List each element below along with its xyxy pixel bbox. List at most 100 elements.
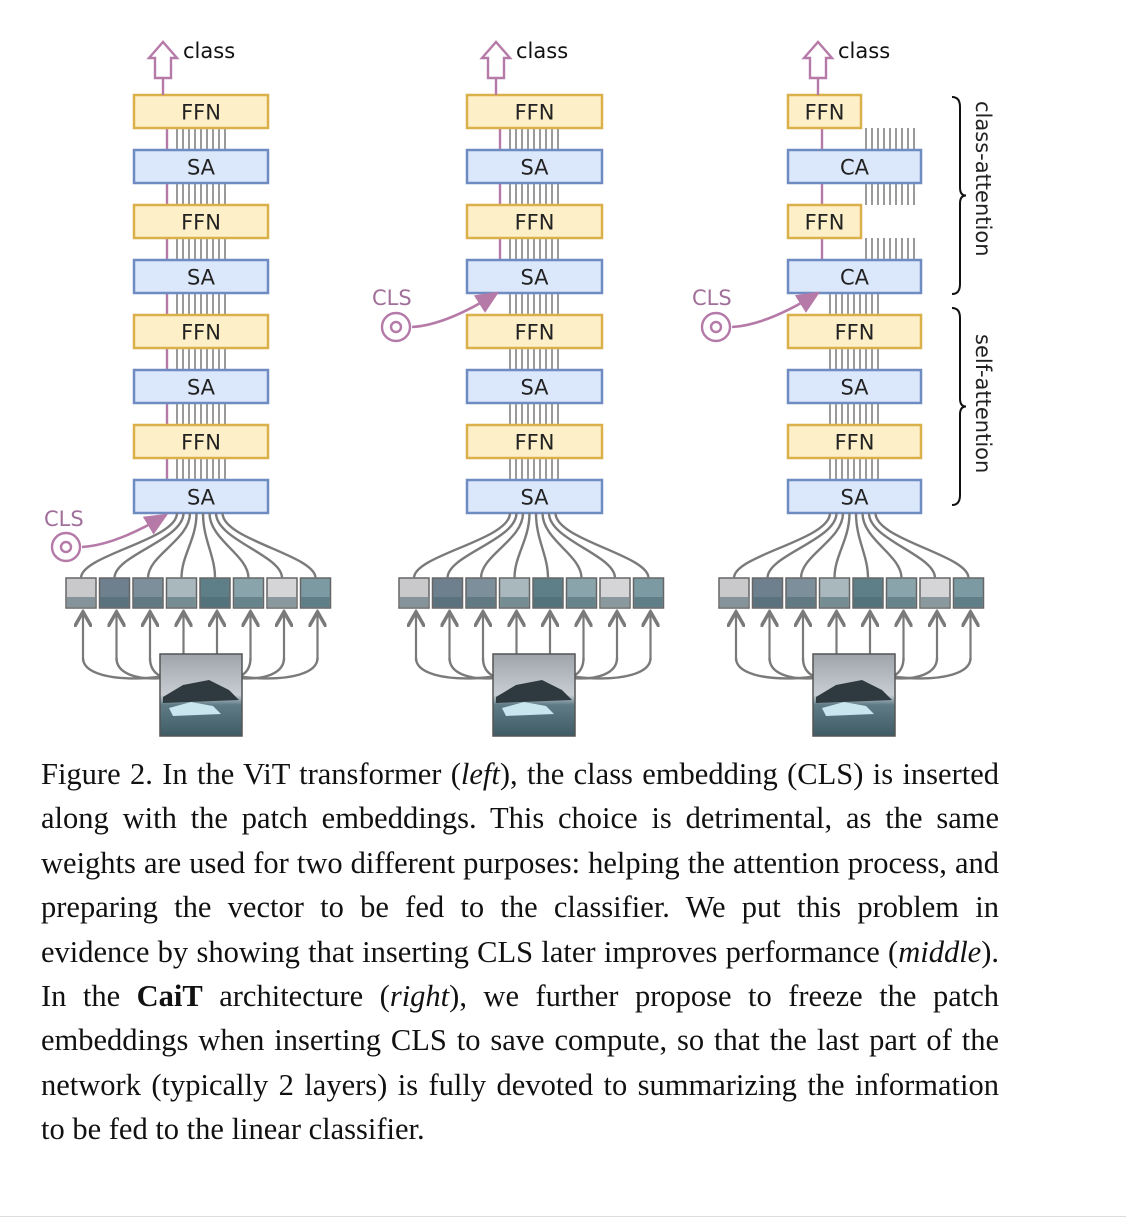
patch-embed-connector — [146, 512, 192, 579]
caption-left: left — [460, 757, 500, 791]
patch-embed-connector — [799, 512, 845, 579]
image-patch-sea — [753, 597, 782, 607]
caption-text-2: ), the class embedding (CLS) is inserted… — [41, 757, 1000, 969]
block-sa-box — [465, 148, 604, 185]
image-patch-sea — [634, 597, 663, 607]
figure-caption: Figure 2. In the ViT transformer (left),… — [41, 752, 999, 1152]
block-ffn-label: FFN — [181, 211, 221, 235]
cls-token-dot — [59, 540, 73, 554]
block-sa-box — [132, 368, 270, 405]
mountain-shape — [163, 680, 239, 703]
patch-embed-connector — [554, 512, 650, 579]
block-ffn: FFN — [786, 93, 863, 130]
caption-text-5: ), we further propose to freeze the patc… — [41, 979, 999, 1147]
image-patch-sea — [201, 597, 229, 607]
block-ffn: FFN — [786, 313, 923, 350]
cls-token-label: CLS — [692, 286, 732, 310]
block-ffn: FFN — [465, 203, 604, 240]
caption-text-4: architecture ( — [202, 979, 390, 1014]
block-sa: SA — [786, 368, 923, 405]
image-patch-sea — [400, 597, 428, 607]
class-output-icon — [146, 40, 180, 95]
caption-middle: middle — [898, 934, 982, 969]
input-image — [159, 653, 243, 737]
block-sa-label: SA — [520, 156, 549, 180]
input-image — [812, 653, 896, 737]
class-output-icon — [479, 40, 513, 95]
cls-insert-arrow — [731, 291, 821, 329]
cls-token-dot — [709, 320, 723, 334]
image-patch-sea — [567, 597, 596, 607]
block-ffn-label: FFN — [181, 321, 221, 345]
block-ffn-box — [465, 93, 604, 130]
image-patch-sea — [954, 597, 983, 607]
block-sa: SA — [132, 368, 270, 405]
image-patch-sea — [720, 597, 748, 607]
patch-embed-connector — [854, 512, 870, 579]
image-patch-sea — [887, 597, 916, 607]
image-patch-sea — [534, 597, 562, 607]
block-ffn: FFN — [132, 313, 270, 350]
cls-token-label: CLS — [44, 507, 84, 531]
block-ffn-box — [132, 423, 270, 460]
block-sa: SA — [132, 148, 270, 185]
class-output-label: class — [183, 39, 235, 63]
patch-embed-connector — [446, 512, 518, 579]
cls-token-dot — [389, 320, 403, 334]
block-sa-box — [132, 148, 270, 185]
caption-right: right — [389, 979, 450, 1014]
patch-embed-connector — [861, 512, 903, 579]
iceberg-shape — [169, 702, 221, 716]
block-ffn: FFN — [132, 203, 270, 240]
patch-embed-connector — [214, 512, 284, 579]
block-ffn-box — [465, 203, 604, 240]
image-patch-sea — [601, 597, 629, 607]
block-sa-box — [465, 258, 604, 295]
block-ffn-box — [786, 203, 863, 240]
class-arrow-icon — [146, 40, 180, 80]
block-sa-label: SA — [520, 376, 549, 400]
block-ffn-box — [786, 423, 923, 460]
block-sa-label: SA — [840, 486, 869, 510]
patch-embed-connector — [201, 512, 217, 579]
block-sa: SA — [465, 478, 604, 515]
class-attention-brace — [951, 96, 967, 295]
block-sa: SA — [132, 478, 270, 515]
page-divider — [0, 1216, 1126, 1217]
block-ffn-box — [132, 93, 270, 130]
block-ffn: FFN — [786, 423, 923, 460]
block-ffn-box — [786, 313, 923, 350]
input-image — [492, 653, 576, 737]
image-patch-sea — [467, 597, 495, 607]
caption-text-3: ). In the — [41, 934, 999, 1014]
block-ca-label: CA — [840, 266, 870, 290]
block-ffn-label: FFN — [835, 431, 875, 455]
block-sa: SA — [465, 368, 604, 405]
block-ffn-box — [465, 423, 604, 460]
class-arrow-icon — [801, 40, 835, 80]
block-ca-label: CA — [840, 156, 870, 180]
cls-insert-arrow — [411, 291, 500, 329]
architecture-diagram: FFN SA FFN SA FFN SA FFN SA FFN SA FFN SA FFN SA FFN SA… — [44, 39, 995, 737]
caption-text-1: Figure 2. In the ViT transformer ( — [41, 757, 461, 791]
caption-cait: CaiT — [136, 979, 203, 1014]
cls-token-icon — [380, 311, 412, 343]
block-ffn: FFN — [132, 423, 270, 460]
patch-embed-connector — [833, 512, 851, 579]
image-patch-sea — [268, 597, 296, 607]
block-sa-label: SA — [520, 486, 549, 510]
image-patch-sea — [301, 597, 330, 607]
iceberg-shape — [502, 702, 554, 716]
block-ffn-label: FFN — [181, 431, 221, 455]
block-sa-label: SA — [520, 266, 549, 290]
image-patch-sea — [787, 597, 815, 607]
block-ffn: FFN — [786, 203, 863, 240]
image-patch-sea — [134, 597, 162, 607]
block-sa: SA — [465, 148, 604, 185]
block-ffn-label: FFN — [515, 321, 555, 345]
block-sa-box — [132, 478, 270, 515]
patch-embed-connector — [732, 512, 832, 579]
patch-embed-connector — [874, 512, 970, 579]
class-arrow-icon — [479, 40, 513, 80]
block-sa: SA — [132, 258, 270, 295]
